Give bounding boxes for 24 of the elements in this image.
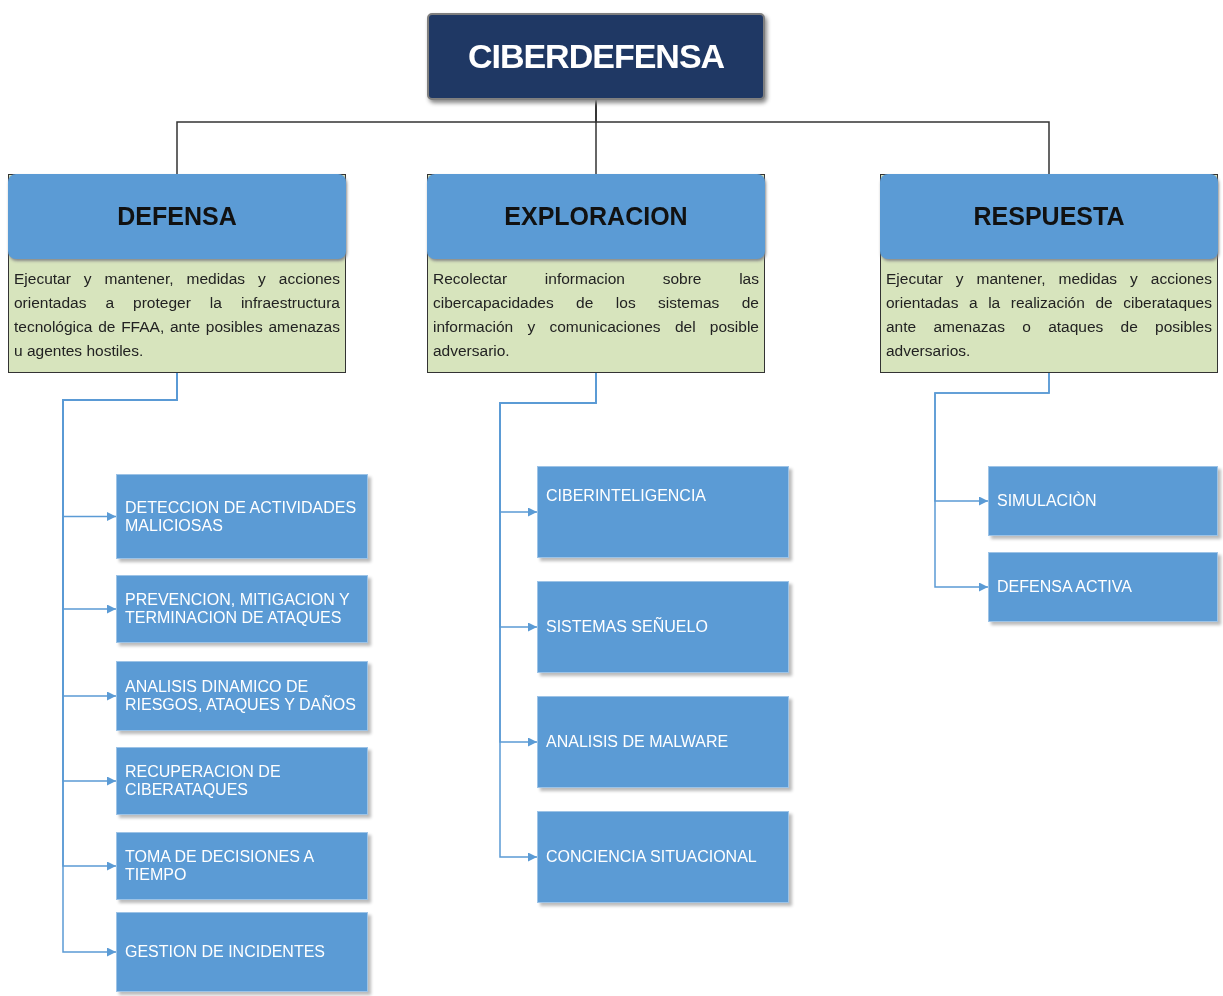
item-box: DEFENSA ACTIVA	[988, 552, 1218, 622]
item-box: PREVENCION, MITIGACION Y TERMINACION DE ATAQUES	[116, 575, 368, 643]
item-box: DETECCION DE ACTIVIDADES MALICIOSAS	[116, 474, 368, 559]
item-box: ANALISIS DE MALWARE	[537, 696, 789, 788]
item-box: GESTION DE INCIDENTES	[116, 912, 368, 992]
arrow	[934, 372, 1050, 592]
item-box: CIBERINTELIGENCIA	[537, 466, 789, 558]
item-box: CONCIENCIA SITUACIONAL	[537, 811, 789, 903]
category-heading-bar: EXPLORACION	[427, 174, 765, 259]
item-box: RECUPERACION DE CIBERATAQUES	[116, 747, 368, 815]
item-box: TOMA DE DECISIONES A TIEMPO	[116, 832, 368, 900]
item-box: SISTEMAS SEÑUELO	[537, 581, 789, 673]
item-box: ANALISIS DINAMICO DE RIESGOS, ATAQUES Y DAÑOS	[116, 661, 368, 731]
category-card	[8, 174, 346, 373]
category-heading-bar: DEFENSA	[8, 174, 346, 259]
category-heading-bar: RESPUESTA	[880, 174, 1218, 259]
item-box: SIMULACIÒN	[988, 466, 1218, 536]
category-card	[427, 174, 765, 373]
title-box: CIBERDEFENSA	[427, 13, 765, 100]
description-text: Recolectar informacion sobre las cibercapacidades de los sistemas de información y comunicaciones del posible adversario.	[433, 269, 759, 361]
connector-line	[595, 99, 1050, 175]
description-text: Ejecutar y mantener, medidas y acciones orientadas a la realización de ciberataques ante amenazas o ataques de posibles adversarios.	[886, 269, 1212, 361]
description-text: Ejecutar y mantener, medidas y acciones orientadas a proteger la infraestructura tecnológica de FFAA, ante posibles amenazas u agentes hostiles.	[14, 269, 340, 361]
category-card	[880, 174, 1218, 373]
